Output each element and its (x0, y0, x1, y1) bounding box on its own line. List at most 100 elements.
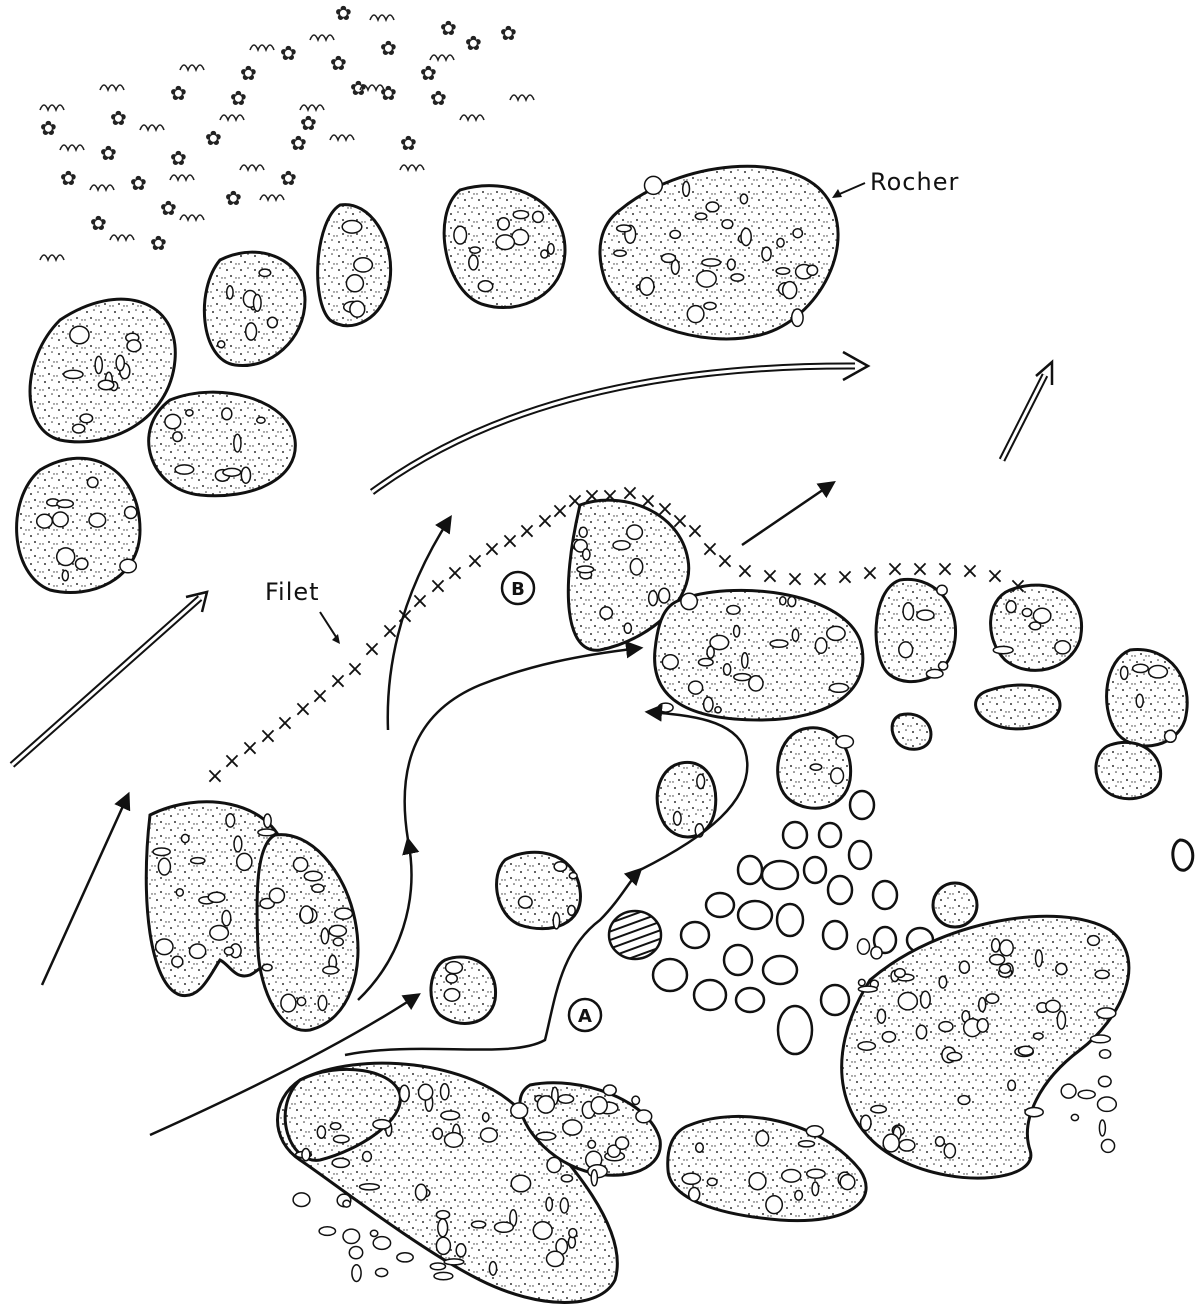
net-cross: × (786, 567, 804, 592)
rocks-upper-left (17, 186, 565, 593)
rock-grain (498, 218, 510, 230)
rock-grain (330, 1123, 340, 1130)
rock-grain (208, 892, 225, 902)
vegetation-clump: ✿ (280, 41, 297, 65)
net-cross: × (311, 684, 329, 709)
flow-arrow (405, 648, 640, 840)
rock-grain (441, 1084, 449, 1100)
rock-grain (373, 1237, 390, 1250)
rock-grain (603, 1085, 616, 1095)
rock-grain (419, 1084, 433, 1100)
rock-grain (333, 938, 343, 946)
rock-grain (335, 908, 353, 919)
rock-grain (87, 477, 98, 487)
rock-grain (568, 906, 575, 916)
rock-grain (831, 768, 844, 784)
net-cross: × (241, 736, 259, 761)
vegetation-clump: ✿ (170, 146, 187, 170)
net-cross: × (501, 529, 519, 554)
rock-grain (762, 247, 771, 261)
net-cross: × (836, 565, 854, 590)
vegetation-clump: ✿ (400, 131, 417, 155)
rock-grain (354, 258, 373, 272)
rock-grain (281, 994, 296, 1012)
rock-grain (70, 326, 89, 344)
rock-grain (190, 944, 206, 958)
rock-grain (616, 1137, 629, 1149)
rock-grain (788, 597, 796, 607)
net-cross: × (936, 557, 954, 582)
rock-grain (741, 228, 751, 245)
rock-grain (1025, 1108, 1043, 1117)
flow-arrow (742, 483, 833, 545)
rock-grain (1165, 730, 1177, 742)
rock-grain (259, 269, 271, 276)
rock-grain (352, 1265, 361, 1282)
net-cross: × (601, 484, 619, 509)
rock-label: Rocher (832, 168, 959, 198)
rock-grain (614, 250, 626, 256)
rock-grain (749, 676, 763, 691)
rock-grain (1046, 1000, 1060, 1012)
rock-grain (627, 525, 643, 539)
rock-grain (321, 928, 328, 943)
rock-grain (397, 1253, 413, 1262)
rock-grain (223, 468, 241, 476)
net-cross: × (911, 557, 929, 582)
rock-grain (360, 1184, 380, 1190)
rock-grain (1149, 666, 1168, 678)
rock-grain (456, 1244, 466, 1257)
rock-grain (681, 593, 697, 609)
rock-grain (547, 1251, 564, 1266)
rock-grain (481, 1128, 498, 1142)
rock-grain (302, 1149, 310, 1161)
rock-grain (416, 1184, 427, 1200)
net-cross: × (294, 697, 312, 722)
rock-grain (799, 1141, 815, 1147)
rock-grain (153, 848, 170, 856)
rock-grain (1099, 1120, 1105, 1136)
rock-grain (1095, 970, 1109, 978)
rock-grain (777, 238, 784, 247)
rock-grain (836, 736, 853, 748)
rock-grain (186, 410, 193, 416)
rock-grain (702, 259, 721, 266)
svg-text:Filet: Filet (265, 578, 320, 606)
vegetation-clump: ✿ (330, 51, 347, 75)
rock-grain (304, 871, 322, 881)
rock-grain (727, 606, 740, 615)
rock-grain (689, 1188, 700, 1202)
rock-grain (687, 306, 704, 323)
rock-grain (172, 956, 183, 967)
rock-grain (470, 247, 480, 253)
rock-grain (563, 1120, 582, 1135)
rock-grain (780, 597, 786, 605)
rock-grain (495, 1222, 514, 1232)
rock-grain (704, 697, 713, 712)
rock-grain (373, 1120, 391, 1129)
rock (976, 685, 1060, 729)
rock-grain (300, 906, 313, 923)
rock-grain (859, 979, 866, 985)
rock-grain (899, 642, 913, 658)
rock-grain (727, 259, 735, 270)
rock-grain (1008, 1080, 1016, 1090)
rock-grain (1099, 1076, 1112, 1086)
rock (17, 458, 140, 592)
rock-grain (670, 230, 680, 238)
flow-arrow (358, 840, 411, 1000)
rock-grain (436, 1237, 450, 1254)
rock-grain (537, 1096, 554, 1113)
rock-grain (237, 853, 252, 870)
rock-grain (258, 829, 276, 836)
rock-grain (697, 774, 705, 788)
rock-grain (840, 1175, 855, 1190)
rock-grain (645, 176, 663, 194)
net-cross: × (446, 561, 464, 586)
vegetation-clump: ✿ (110, 106, 127, 130)
rock-grain (861, 1115, 871, 1130)
rock-grain (742, 653, 748, 668)
vegetation-clump: ✿ (90, 211, 107, 235)
rock-grain (979, 998, 986, 1012)
rock (657, 762, 716, 837)
